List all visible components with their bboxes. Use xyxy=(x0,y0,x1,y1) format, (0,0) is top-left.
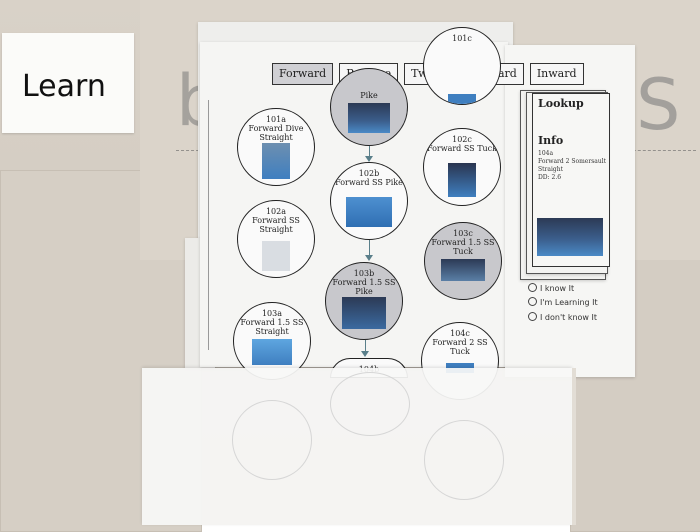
ghost-node xyxy=(424,420,504,500)
lookup-photo xyxy=(537,218,603,256)
arrow-head xyxy=(365,156,373,162)
dive-code: 102a xyxy=(265,207,287,216)
dive-node-102c[interactable]: 102c Forward SS Tuck xyxy=(423,128,501,206)
dive-photo xyxy=(252,339,292,365)
dive-node-102a[interactable]: 102a Forward SS Straight xyxy=(237,200,315,278)
dive-photo xyxy=(441,259,485,281)
dive-node-103c[interactable]: 103c Forward 1.5 SS Tuck xyxy=(424,222,502,300)
dive-name: Forward Dive Straight xyxy=(248,124,304,142)
dive-name: Forward 1.5 SS Straight xyxy=(240,318,304,336)
radio-circle-icon xyxy=(528,312,537,321)
dive-photo xyxy=(262,143,290,179)
ghost-node xyxy=(232,400,312,480)
lookup-panel: Lookup Info 104a Forward 2 Somersault St… xyxy=(532,93,610,267)
tree-guide-line xyxy=(208,100,209,350)
arrow-head xyxy=(365,255,373,261)
radio-circle-icon xyxy=(528,283,537,292)
learn-card: Learn xyxy=(2,33,134,133)
dive-code: 104c xyxy=(450,329,470,338)
dive-photo xyxy=(342,297,386,329)
dive-code: 102c xyxy=(452,135,472,144)
dive-code: 103c xyxy=(453,229,473,238)
lookup-dd: DD: 2.6 xyxy=(538,174,562,181)
connector-arrow xyxy=(365,340,366,352)
dive-code: 102b xyxy=(358,169,380,178)
connector-arrow xyxy=(369,146,370,158)
lookup-dive-code: 104a xyxy=(538,150,554,157)
dive-node-101b[interactable]: Pike xyxy=(330,68,408,146)
ghost-node xyxy=(330,372,410,436)
tab-inward[interactable]: Inward xyxy=(529,63,584,85)
dive-photo xyxy=(448,94,476,104)
lookup-dive-name: Forward 2 Somersault xyxy=(538,158,607,165)
dive-code: 101c xyxy=(452,34,472,43)
dive-name: Forward SS Tuck xyxy=(426,144,498,153)
arrow-head xyxy=(361,351,369,357)
pencil-sketch-right: S xyxy=(636,64,681,146)
dive-node-101a[interactable]: 101a Forward Dive Straight xyxy=(237,108,315,186)
dive-name: Pike xyxy=(360,91,378,100)
dive-code: 101a xyxy=(265,115,287,124)
dive-name: Forward SS Pike xyxy=(335,178,403,187)
option-learning-it[interactable]: I'm Learning It xyxy=(528,297,598,307)
lookup-title: Lookup xyxy=(538,97,584,110)
dive-node-102b[interactable]: 102b Forward SS Pike xyxy=(330,162,408,240)
dive-code: 103a xyxy=(261,309,283,318)
option-know-it[interactable]: I know It xyxy=(528,283,574,293)
dive-photo xyxy=(348,103,390,133)
dive-name: Forward 2 SS Tuck xyxy=(432,338,488,356)
dive-name: Forward 1.5 SS Pike xyxy=(332,278,396,296)
option-label: I know It xyxy=(540,284,575,293)
overlay-sheet-edge xyxy=(572,368,576,525)
dive-name: Forward SS Straight xyxy=(252,216,300,234)
option-dont-know-it[interactable]: I don't know It xyxy=(528,312,597,322)
dive-photo xyxy=(346,197,392,227)
dive-node-103a[interactable]: 103a Forward 1.5 SS Straight xyxy=(233,302,311,380)
dive-code: 103b xyxy=(353,269,375,278)
dive-name: Forward 1.5 SS Tuck xyxy=(431,238,495,256)
tab-forward[interactable]: Forward xyxy=(272,63,334,85)
dive-node-103b[interactable]: 103b Forward 1.5 SS Pike xyxy=(325,262,403,340)
option-label: I don't know It xyxy=(540,313,598,322)
radio-circle-icon xyxy=(528,297,537,306)
learn-label: Learn xyxy=(22,69,106,104)
lookup-position: Straight xyxy=(538,166,564,173)
connector-arrow xyxy=(369,240,370,256)
dive-node-101c[interactable]: 101c xyxy=(423,27,501,105)
option-label: I'm Learning It xyxy=(540,298,598,307)
lookup-info-heading: Info xyxy=(538,134,564,147)
dive-photo xyxy=(262,241,290,271)
dive-photo xyxy=(448,163,476,197)
